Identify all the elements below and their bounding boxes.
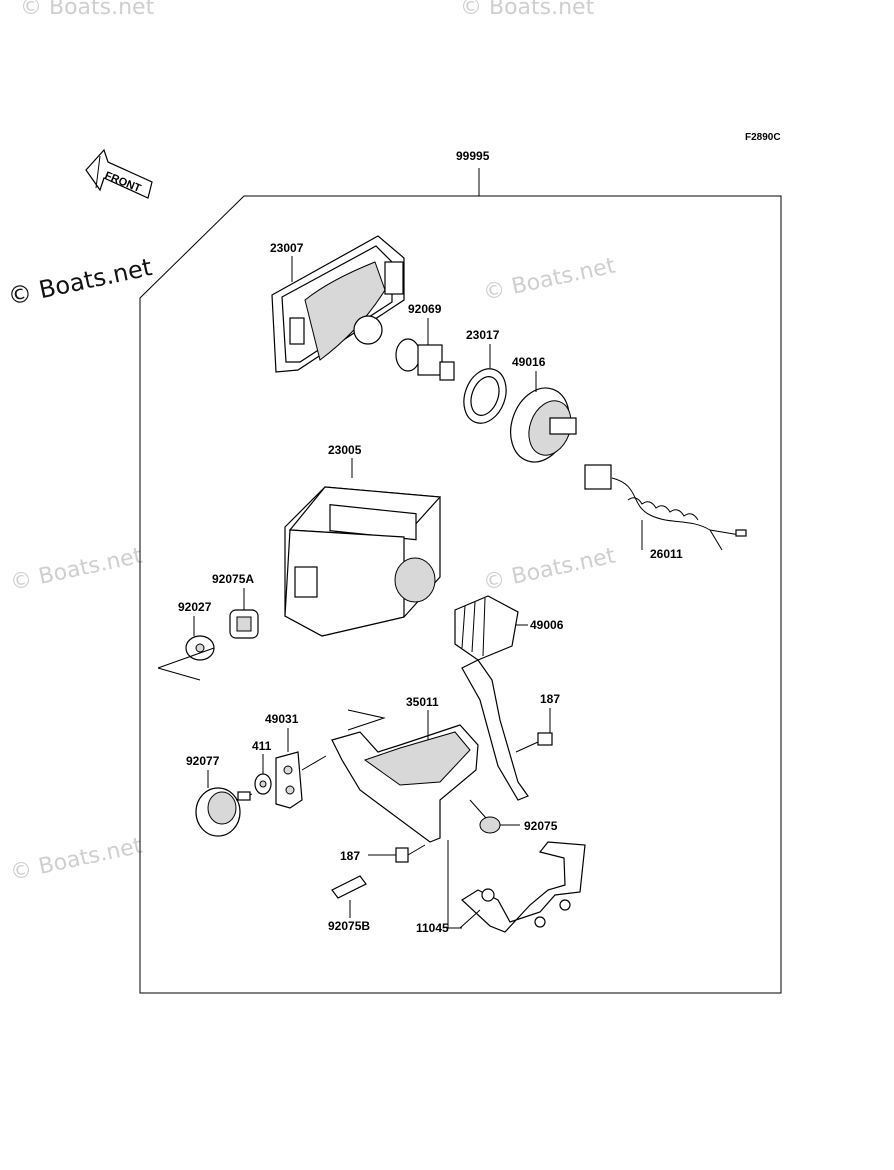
label-92069: 92069 (408, 302, 442, 316)
figure-code: F2890C (745, 132, 781, 143)
label-23007: 23007 (270, 241, 304, 255)
grommet (479, 816, 501, 834)
mount-plate (275, 751, 303, 809)
headlight-housing (284, 486, 442, 637)
label-11045: 11045 (416, 921, 449, 935)
label-92075B: 92075B (328, 919, 370, 933)
label-26011: 26011 (650, 547, 683, 561)
label-411: 411 (252, 739, 272, 753)
lower-bracket (461, 841, 586, 933)
watermark-center-upper: © Boats.net (481, 253, 618, 305)
label-92027: 92027 (178, 600, 212, 614)
watermark-left-middle: © Boats.net (8, 543, 145, 595)
watermark-left-main: © Boats.net (5, 253, 154, 311)
grommet-a (229, 609, 259, 639)
watermark-top-left: © Boats.net (20, 0, 155, 20)
bracket (331, 659, 529, 843)
bolt-upper (515, 732, 553, 753)
watermark-center-middle: © Boats.net (481, 543, 618, 595)
clip (331, 875, 367, 899)
assembly-number: 99995 (456, 149, 490, 163)
retainer-ring (463, 368, 507, 424)
dust-cover (510, 387, 577, 463)
boot (454, 595, 519, 661)
label-92075A: 92075A (212, 572, 254, 586)
label-23017: 23017 (466, 328, 500, 342)
label-49006: 49006 (530, 618, 564, 632)
label-23005: 23005 (328, 443, 362, 457)
headlight-unit (271, 235, 405, 373)
watermark-left-lower: © Boats.net (8, 833, 145, 885)
knob (195, 787, 253, 837)
assembly-boundary (139, 195, 782, 994)
wire-harness (584, 464, 747, 551)
bolt-lower (395, 844, 426, 863)
label-187-upper: 187 (540, 692, 560, 706)
bulb (395, 338, 455, 381)
label-92077: 92077 (186, 754, 220, 768)
collar (185, 635, 215, 661)
label-187-lower: 187 (340, 849, 360, 863)
watermark-top-center: © Boats.net (460, 0, 595, 20)
label-49016: 49016 (512, 355, 546, 369)
label-49031: 49031 (265, 712, 299, 726)
label-35011: 35011 (406, 695, 439, 709)
front-arrow-icon: FRONT (85, 148, 153, 199)
label-92075: 92075 (524, 819, 558, 833)
washer (254, 773, 272, 795)
